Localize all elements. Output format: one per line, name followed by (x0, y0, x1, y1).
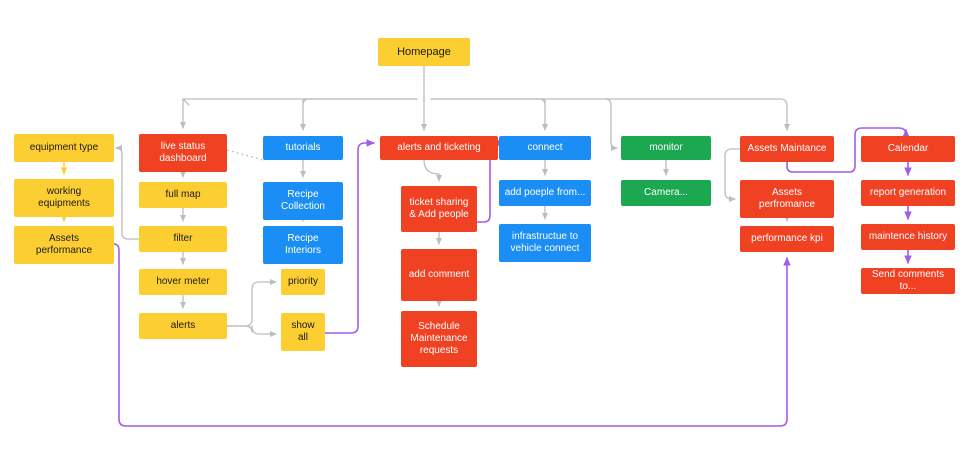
node-assets_perf_y[interactable]: Assets performance (14, 226, 114, 264)
node-connect[interactable]: connect (499, 136, 591, 160)
node-assets_maint[interactable]: Assets Maintance (740, 136, 834, 162)
node-recipe_coll[interactable]: Recipe Collection (263, 182, 343, 220)
edge-filter-to-equipment-type (115, 144, 140, 240)
node-hover_meter[interactable]: hover meter (139, 269, 227, 295)
edge-alerts-to-priority (226, 278, 277, 327)
edge-live-status-to-tutorials-dotted (226, 149, 264, 161)
node-camera[interactable]: Camera... (621, 180, 711, 206)
node-calendar[interactable]: Calendar (861, 136, 955, 162)
node-infra_vehicle[interactable]: infrastructue to vehicle connect (499, 224, 591, 262)
node-add_people[interactable]: add poeple from... (499, 180, 591, 206)
node-monitor[interactable]: monitor (621, 136, 711, 160)
edge-trunk-to-tutorials (303, 98, 418, 130)
edge-assets-maintance-to-assets-perf (724, 148, 741, 203)
node-ticket_sharing[interactable]: ticket sharing & Add people (401, 186, 477, 232)
node-perf_kpi[interactable]: performance kpi (740, 226, 834, 252)
edge-alerts-ticketing-to-ticket-sharing (423, 159, 443, 182)
node-report_gen[interactable]: report generation (861, 180, 955, 206)
node-recipe_int[interactable]: Recipe Interiors (263, 226, 343, 264)
node-priority[interactable]: priority (281, 269, 325, 295)
node-equipment_type[interactable]: equipment type (14, 134, 114, 162)
node-homepage[interactable]: Homepage (378, 38, 470, 66)
node-filter[interactable]: filter (139, 226, 227, 252)
node-alerts[interactable]: alerts (139, 313, 227, 339)
node-live_status[interactable]: live status dashboard (139, 134, 227, 172)
edge-alerts-to-show-all (226, 325, 277, 338)
node-assets_perf_r[interactable]: Assets perfromance (740, 180, 834, 218)
edge-trunk-to-connect (430, 98, 545, 130)
node-full_map[interactable]: full map (139, 182, 227, 208)
edge-trunk-to-monitor (604, 98, 618, 152)
node-tutorials[interactable]: tutorials (263, 136, 343, 160)
node-send_comments[interactable]: Send comments to... (861, 268, 955, 294)
node-schedule_maint[interactable]: Schedule Maintenance requests (401, 311, 477, 367)
edge-trunk-horizontal-right (430, 98, 788, 107)
node-alerts_ticket[interactable]: alerts and ticketing (380, 136, 498, 160)
edge-trunk-horizontal (182, 98, 418, 106)
node-show_all[interactable]: show all (281, 313, 325, 351)
node-maint_history[interactable]: maintence history (861, 224, 955, 250)
node-working_equip[interactable]: working equipments (14, 179, 114, 217)
node-add_comment[interactable]: add comment (401, 249, 477, 301)
